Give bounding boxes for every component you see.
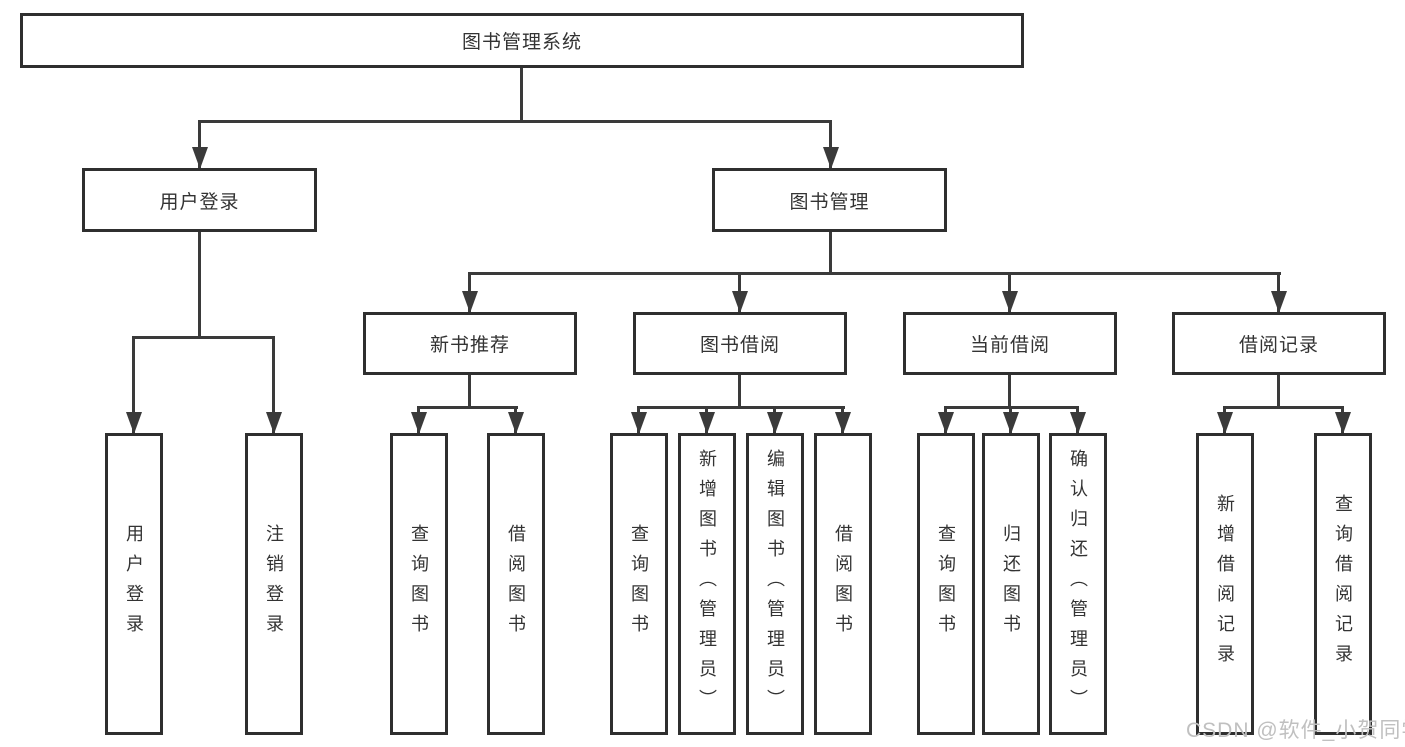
leaf-borrow-books-borrowing: 借阅图书 xyxy=(814,433,872,735)
leaf-confirm-return-admin: 确认归还（管理员） xyxy=(1049,433,1107,735)
node-label: 注销登录 xyxy=(264,524,284,644)
connector-h xyxy=(637,406,845,409)
leaf-user-login: 用户登录 xyxy=(105,433,163,735)
connector-h xyxy=(198,120,832,123)
connector-arrow-down xyxy=(630,406,647,434)
connector-arrow-down xyxy=(461,272,478,313)
leaf-return-books: 归还图书 xyxy=(982,433,1040,735)
connector-arrow-down xyxy=(766,406,783,434)
node-label: 用户登录 xyxy=(124,524,144,644)
node-label: 借阅图书 xyxy=(506,524,526,644)
connector-arrow-down xyxy=(265,336,282,434)
leaf-borrow-books-recommend: 借阅图书 xyxy=(487,433,545,735)
connector-arrow-down xyxy=(1069,406,1086,434)
node-current-borrowing: 当前借阅 xyxy=(903,312,1117,375)
connector-arrow-down xyxy=(191,120,208,169)
connector-arrow-down xyxy=(507,406,524,434)
connector-arrow-down xyxy=(410,406,427,434)
connector-h xyxy=(468,272,1281,275)
connector-arrow-down xyxy=(731,272,748,313)
connector-v xyxy=(520,66,523,122)
leaf-logout-login: 注销登录 xyxy=(245,433,303,735)
node-user-login: 用户登录 xyxy=(82,168,317,232)
node-label: 确认归还（管理员） xyxy=(1068,449,1088,719)
node-label: 编辑图书（管理员） xyxy=(765,449,785,719)
node-book-borrowing: 图书借阅 xyxy=(633,312,847,375)
leaf-query-books-current: 查询图书 xyxy=(917,433,975,735)
connector-arrow-down xyxy=(1002,406,1019,434)
node-label: 图书借阅 xyxy=(699,335,780,356)
node-library-management-system: 图书管理系统 xyxy=(20,13,1024,68)
leaf-add-borrow-record: 新增借阅记录 xyxy=(1196,433,1254,735)
connector-arrow-down xyxy=(125,336,142,434)
node-new-book-recommend: 新书推荐 xyxy=(363,312,577,375)
connector-arrow-down xyxy=(1001,272,1018,313)
connector-h xyxy=(417,406,518,409)
connector-arrow-down xyxy=(937,406,954,434)
connector-arrow-down xyxy=(698,406,715,434)
connector-arrow-down xyxy=(1334,406,1351,434)
connector-h xyxy=(132,336,275,339)
node-label: 查询图书 xyxy=(409,524,429,644)
node-label: 新增借阅记录 xyxy=(1215,494,1235,674)
leaf-query-books-recommend: 查询图书 xyxy=(390,433,448,735)
node-label: 查询图书 xyxy=(936,524,956,644)
node-label: 当前借阅 xyxy=(969,335,1050,356)
node-label: 图书管理 xyxy=(789,191,870,213)
connector-v xyxy=(738,373,741,409)
node-label: 借阅记录 xyxy=(1238,335,1319,356)
node-label: 借阅图书 xyxy=(833,524,853,644)
node-label: 查询借阅记录 xyxy=(1333,494,1353,674)
connector-h xyxy=(1223,406,1344,409)
csdn-watermark: CSDN @软件_小贺同学 xyxy=(1186,719,1405,742)
connector-v xyxy=(829,230,832,274)
node-book-management: 图书管理 xyxy=(712,168,947,232)
connector-v xyxy=(1277,373,1280,409)
node-label: 图书管理系统 xyxy=(461,32,582,53)
node-label: 新增图书（管理员） xyxy=(697,449,717,719)
node-label: 归还图书 xyxy=(1001,524,1021,644)
leaf-query-borrow-record: 查询借阅记录 xyxy=(1314,433,1372,735)
node-label: 新书推荐 xyxy=(429,335,510,356)
leaf-add-books-admin: 新增图书（管理员） xyxy=(678,433,736,735)
connector-arrow-down xyxy=(1216,406,1233,434)
connector-arrow-down xyxy=(834,406,851,434)
connector-v xyxy=(1008,373,1011,409)
connector-arrow-down xyxy=(822,120,839,169)
leaf-query-books-borrowing: 查询图书 xyxy=(610,433,668,735)
node-label: 查询图书 xyxy=(629,524,649,644)
node-label: 用户登录 xyxy=(159,191,240,213)
node-borrowing-records: 借阅记录 xyxy=(1172,312,1386,375)
connector-v xyxy=(468,373,471,409)
connector-arrow-down xyxy=(1270,272,1287,313)
leaf-edit-books-admin: 编辑图书（管理员） xyxy=(746,433,804,735)
connector-v xyxy=(198,230,201,338)
